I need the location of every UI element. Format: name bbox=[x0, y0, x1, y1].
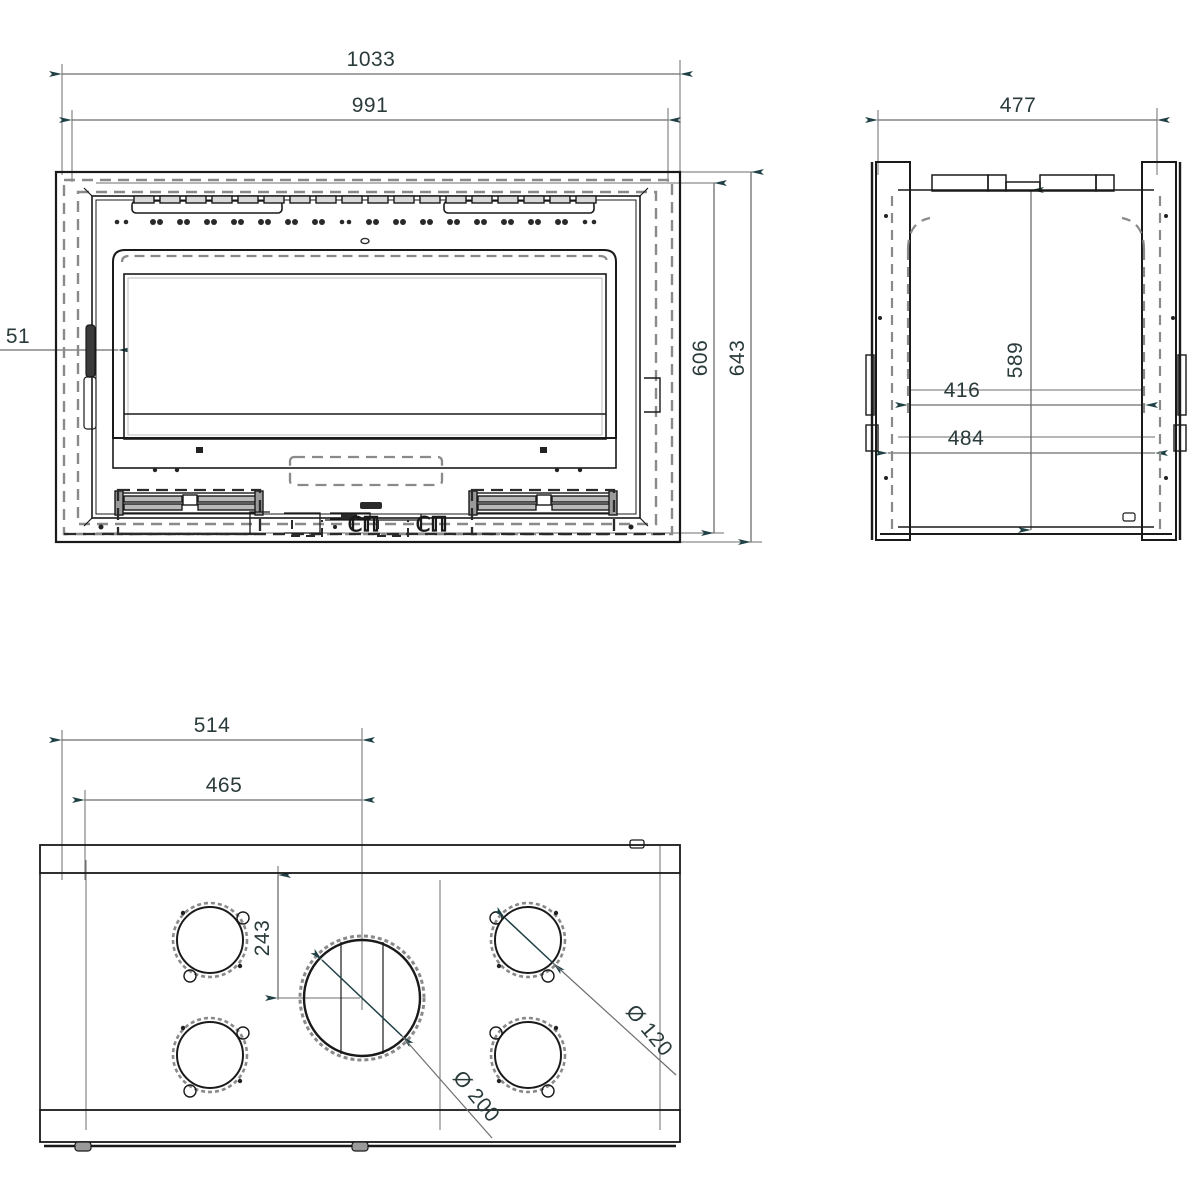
dim-51: 51 bbox=[0, 325, 131, 353]
front-marker-dots bbox=[152, 467, 583, 473]
dim-477-label: 477 bbox=[1000, 94, 1037, 117]
outlet-120-bottom-right bbox=[489, 1016, 567, 1098]
side-body bbox=[870, 161, 1182, 541]
plan-diameter-leaders bbox=[401, 962, 677, 1139]
dim-514-label: 514 bbox=[194, 714, 231, 737]
plan-flue-200 bbox=[298, 934, 426, 1062]
dim-465-label: 465 bbox=[206, 774, 243, 797]
side-hidden-internals bbox=[890, 196, 1162, 532]
side-top-outlets bbox=[931, 174, 1115, 192]
front-base-dots bbox=[98, 524, 634, 530]
dim-1033-label: 1033 bbox=[347, 48, 396, 71]
front-corner-ticks bbox=[83, 187, 649, 527]
front-base-glyph-right: ℂℿ bbox=[416, 514, 448, 536]
dim-416-label: 416 bbox=[944, 379, 981, 402]
front-view: 1033 991 606 643 51 bbox=[0, 48, 764, 545]
dim-991: 991 bbox=[59, 94, 681, 123]
dim-589: 589 bbox=[1004, 187, 1044, 533]
glass-pane bbox=[123, 273, 607, 440]
dim-643: 643 bbox=[726, 169, 764, 545]
front-base-control-hidden bbox=[291, 520, 409, 537]
front-top-louvres bbox=[131, 195, 597, 214]
dim-484-label: 484 bbox=[948, 427, 985, 450]
dim-416: 416 bbox=[895, 379, 1158, 408]
dim-243: 243 bbox=[251, 872, 291, 1001]
side-brackets bbox=[865, 214, 1187, 522]
side-view: 477 589 416 484 bbox=[865, 94, 1187, 541]
plan-outlets-120 bbox=[171, 901, 567, 1098]
dim-1033: 1033 bbox=[49, 48, 693, 77]
dim-243-label: 243 bbox=[251, 920, 274, 957]
plan-view: 514 465 243 bbox=[39, 714, 681, 1152]
front-base-hidden bbox=[64, 488, 672, 536]
dim-465: 465 bbox=[72, 774, 375, 803]
plan-extension-lines bbox=[61, 728, 661, 1130]
dim-dia200-label: Ø 200 bbox=[448, 1066, 504, 1127]
dim-51-label: 51 bbox=[6, 325, 30, 348]
side-extension-lines bbox=[877, 108, 1158, 438]
dim-643-label: 643 bbox=[726, 340, 749, 377]
dim-dia120-label: Ø 120 bbox=[621, 1000, 677, 1061]
dim-606: 606 bbox=[689, 180, 727, 536]
dim-606-label: 606 bbox=[689, 340, 712, 377]
front-lower-service-box bbox=[288, 455, 444, 487]
dim-484: 484 bbox=[875, 427, 1168, 456]
front-base-glyph-left: ℂℿ bbox=[348, 514, 380, 536]
front-door-handle bbox=[83, 324, 97, 430]
front-bottom-grilles bbox=[114, 490, 618, 516]
front-perforation-row bbox=[114, 219, 597, 245]
front-glass-door bbox=[112, 249, 617, 469]
outlet-120-bottom-left bbox=[171, 1016, 250, 1098]
outlet-120-top-left bbox=[171, 901, 250, 983]
plan-body bbox=[39, 839, 681, 1152]
front-outer-frame bbox=[54, 170, 682, 544]
dim-991-label: 991 bbox=[352, 94, 389, 117]
front-base-controls: ℂℿ ℂℿ bbox=[249, 511, 448, 537]
front-right-latch bbox=[644, 377, 661, 413]
dim-477: 477 bbox=[865, 94, 1170, 123]
outlet-120-top-right bbox=[489, 901, 567, 983]
dim-514: 514 bbox=[49, 714, 375, 743]
dim-589-label: 589 bbox=[1004, 342, 1027, 379]
